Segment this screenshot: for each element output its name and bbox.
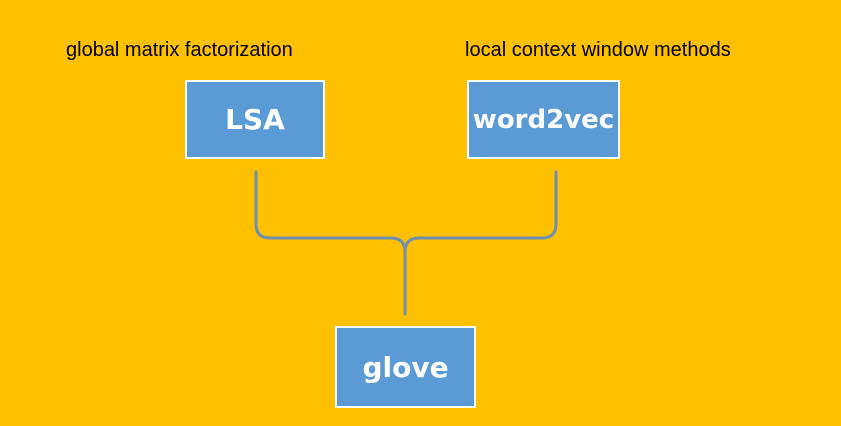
caption-global-matrix-factorization: global matrix factorization bbox=[66, 39, 293, 61]
caption-local-context-window-methods: local context window methods bbox=[465, 39, 731, 61]
node-lsa: LSA bbox=[185, 80, 325, 159]
node-word2vec: word2vec bbox=[467, 80, 620, 159]
node-glove-label: glove bbox=[362, 350, 449, 384]
node-glove: glove bbox=[335, 326, 476, 408]
node-lsa-label: LSA bbox=[225, 103, 285, 136]
node-word2vec-label: word2vec bbox=[472, 104, 615, 135]
brace-connector-path bbox=[254, 170, 558, 316]
